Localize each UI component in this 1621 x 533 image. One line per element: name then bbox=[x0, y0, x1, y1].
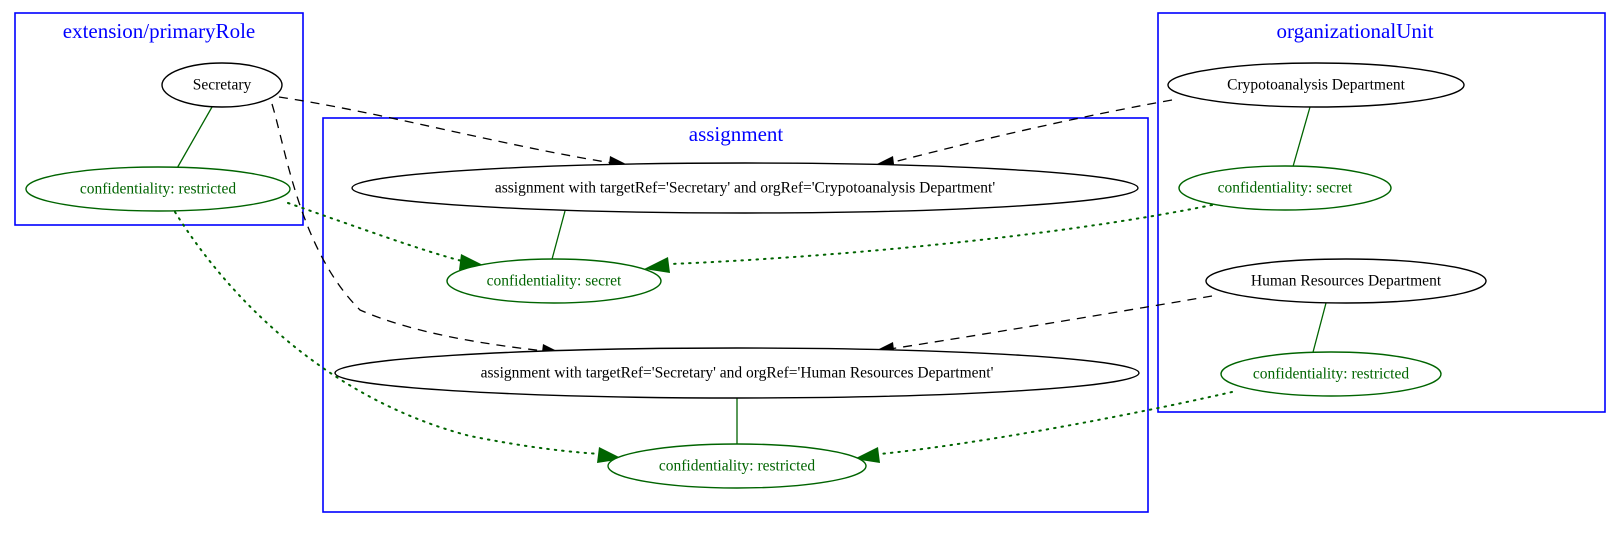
cluster-organizational-unit: organizationalUnit bbox=[1157, 12, 1606, 413]
node-assignment-hr-confidentiality-label: confidentiality: restricted bbox=[659, 458, 815, 475]
edge-crypto-conf-to-assignment-crypto-conf bbox=[669, 204, 1213, 265]
cluster-assignment: assignment bbox=[322, 117, 1149, 513]
node-hr-department-ellipse[interactable] bbox=[1205, 258, 1487, 304]
node-role-confidentiality-label: confidentiality: restricted bbox=[80, 181, 236, 198]
node-assignment-hr-confidentiality-ellipse[interactable] bbox=[607, 443, 867, 489]
node-secretary-ellipse[interactable] bbox=[161, 62, 283, 108]
cluster-primary-role-label: extension/primaryRole bbox=[63, 19, 255, 43]
node-crypto-department-ellipse[interactable] bbox=[1167, 62, 1465, 108]
node-assignment-crypto-confidentiality-label: confidentiality: secret bbox=[487, 273, 622, 290]
node-assignment-crypto-confidentiality[interactable]: confidentiality: secret bbox=[446, 258, 662, 304]
node-hr-confidentiality[interactable]: confidentiality: restricted bbox=[1220, 351, 1442, 397]
cluster-primary-role: extension/primaryRole bbox=[14, 12, 304, 226]
node-crypto-confidentiality-ellipse[interactable] bbox=[1178, 165, 1392, 211]
node-assignment-crypto-ellipse[interactable] bbox=[351, 162, 1139, 214]
edge-hr-conf-to-assignment-hr-conf bbox=[879, 391, 1233, 455]
node-crypto-confidentiality-label: confidentiality: secret bbox=[1218, 180, 1353, 197]
cluster-primary-role-box bbox=[14, 12, 304, 226]
node-assignment-crypto[interactable]: assignment with targetRef='Secretary' an… bbox=[351, 162, 1139, 214]
cluster-assignment-label: assignment bbox=[689, 122, 784, 146]
node-crypto-department-label: Crypotoanalysis Department bbox=[1227, 77, 1405, 94]
node-hr-confidentiality-ellipse[interactable] bbox=[1220, 351, 1442, 397]
node-role-confidentiality[interactable]: confidentiality: restricted bbox=[25, 166, 291, 212]
node-secretary-label: Secretary bbox=[193, 77, 252, 94]
node-assignment-hr-ellipse[interactable] bbox=[334, 347, 1140, 399]
node-hr-department-label: Human Resources Department bbox=[1251, 273, 1442, 290]
arrowhead-crypto-conf-to-assignment-crypto-conf bbox=[644, 257, 670, 273]
edge-hr-dept-to-confidentiality bbox=[1311, 302, 1327, 357]
edge-hr-dept-to-assignment bbox=[889, 295, 1213, 350]
cluster-organizational-unit-label: organizationalUnit bbox=[1276, 19, 1433, 43]
node-assignment-crypto-confidentiality-ellipse[interactable] bbox=[446, 258, 662, 304]
node-assignment-hr[interactable]: assignment with targetRef='Secretary' an… bbox=[334, 347, 1140, 399]
cluster-organizational-unit-box bbox=[1157, 12, 1606, 413]
edge-role-conf-to-assignment-crypto-conf bbox=[287, 202, 463, 262]
edge-crypto-dept-to-confidentiality bbox=[1291, 106, 1311, 171]
node-role-confidentiality-ellipse[interactable] bbox=[25, 166, 291, 212]
node-hr-department[interactable]: Human Resources Department bbox=[1205, 258, 1487, 304]
edge-role-conf-to-assignment-hr-conf bbox=[174, 211, 601, 455]
node-assignment-crypto-label: assignment with targetRef='Secretary' an… bbox=[495, 180, 995, 197]
node-assignment-hr-label: assignment with targetRef='Secretary' an… bbox=[481, 365, 994, 382]
edge-assignment-crypto-to-confidentiality bbox=[550, 210, 566, 264]
edge-secretary-to-assignment-crypto bbox=[278, 96, 613, 164]
cluster-assignment-box bbox=[322, 117, 1149, 513]
node-assignment-hr-confidentiality[interactable]: confidentiality: restricted bbox=[607, 443, 867, 489]
edge-secretary-to-assignment-hr bbox=[271, 103, 546, 352]
node-crypto-department[interactable]: Crypotoanalysis Department bbox=[1167, 62, 1465, 108]
edge-crypto-dept-to-assignment bbox=[889, 99, 1173, 164]
edge-secretary-to-role-confidentiality bbox=[175, 106, 213, 171]
node-crypto-confidentiality[interactable]: confidentiality: secret bbox=[1178, 165, 1392, 211]
node-hr-confidentiality-label: confidentiality: restricted bbox=[1253, 366, 1409, 383]
node-secretary[interactable]: Secretary bbox=[161, 62, 283, 108]
